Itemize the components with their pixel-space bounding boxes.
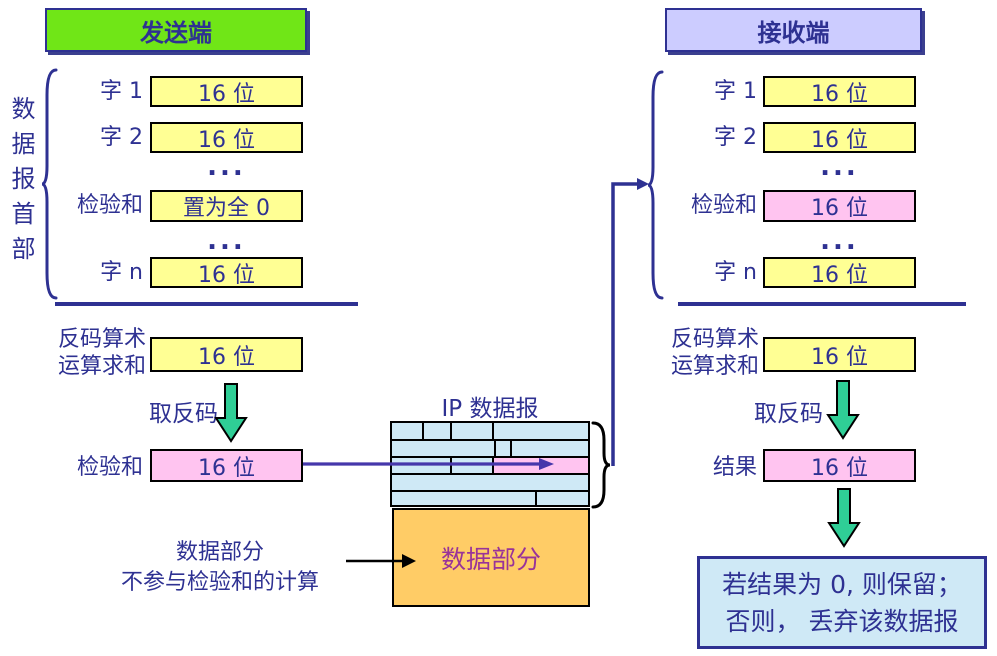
ip-row-line — [392, 490, 588, 492]
sender-row-label: 字 1 — [100, 79, 143, 104]
receiver-row-box: 16 位 — [763, 257, 916, 288]
receiver-complement-label: 取反码 — [754, 401, 823, 427]
decision-line2: 否则， 丢弃该数据报 — [725, 606, 959, 636]
field-value: 16 位 — [811, 262, 868, 288]
field-value: 16 位 — [811, 81, 868, 107]
sum-label-line2: 运算求和 — [670, 354, 759, 379]
receiver-title: 接收端 — [757, 18, 830, 47]
data-note: 数据部分 不参与检验和的计算 — [80, 538, 360, 598]
ip-row-line — [392, 439, 588, 441]
receiver-row-label: 字 2 — [714, 125, 757, 150]
field-value: 16 位 — [198, 81, 255, 107]
sender-title: 发送端 — [140, 18, 212, 47]
sender-row-label: 字 n — [100, 260, 143, 285]
receiver-sum-label: 反码算术 运算求和 — [641, 326, 759, 380]
ellipsis: ... — [207, 152, 246, 182]
note-arrow-icon — [346, 554, 416, 568]
receiver-row-label: 字 1 — [714, 79, 757, 104]
receiver-result-label: 结果 — [712, 455, 757, 480]
receiver-sum-box: 16 位 — [763, 337, 916, 372]
ellipsis: ... — [820, 152, 859, 182]
field-value: 16 位 — [198, 262, 255, 288]
ip-field-divider — [494, 439, 496, 456]
data-note-line1: 数据部分 — [175, 540, 264, 565]
sender-header-brace-label: 数据报首部 — [7, 96, 35, 271]
sender-left-brace-icon — [41, 68, 58, 300]
sender-row-box: 16 位 — [150, 122, 303, 153]
receiver-row-box: 16 位 — [763, 122, 916, 153]
ip-row-line — [392, 473, 588, 475]
field-value: 16 位 — [811, 127, 868, 153]
sender-row-box: 16 位 — [150, 257, 303, 288]
sender-row-label: 检验和 — [76, 193, 143, 218]
sender-checksum-label: 检验和 — [76, 455, 143, 480]
ip-field-divider — [535, 490, 537, 505]
sender-checksum-zero-box: 置为全 0 — [150, 190, 303, 222]
field-value: 16 位 — [198, 344, 255, 370]
receiver-row-label: 检验和 — [690, 193, 757, 218]
sender-checksum-box: 16 位 — [150, 449, 303, 482]
sum-label-line2: 运算求和 — [57, 354, 146, 379]
data-note-line2: 不参与检验和的计算 — [120, 570, 319, 595]
sender-row-box: 16 位 — [150, 76, 303, 107]
receiver-left-brace-icon — [647, 70, 664, 300]
checksum-insert-arrow — [303, 458, 554, 470]
sum-label-line1: 反码算术 — [57, 327, 146, 352]
ip-row-line — [392, 456, 588, 458]
field-value: 置为全 0 — [183, 196, 270, 221]
decision-line1: 若结果为 0, 则保留； — [722, 569, 962, 599]
ellipsis: ... — [820, 226, 859, 256]
sum-label-line1: 反码算术 — [670, 327, 759, 352]
sender-row-label: 字 2 — [100, 125, 143, 150]
ip-field-divider — [510, 439, 512, 456]
field-value: 16 位 — [198, 127, 255, 153]
field-value: 16 位 — [811, 344, 868, 370]
field-value: 16 位 — [198, 455, 255, 481]
receiver-checksum-box: 16 位 — [763, 190, 916, 222]
down-arrow-icon — [214, 383, 248, 443]
data-section-box: 数据部分 — [392, 508, 590, 607]
sender-complement-label: 取反码 — [149, 401, 218, 427]
receiver-title-box: 接收端 — [665, 8, 922, 52]
down-arrow-icon — [827, 488, 861, 548]
receiver-result-box: 16 位 — [763, 449, 916, 482]
ip-right-brace-icon — [591, 421, 611, 509]
receiver-row-box: 16 位 — [763, 76, 916, 107]
down-arrow-icon — [826, 380, 860, 440]
ip-field-divider — [450, 423, 452, 439]
sender-title-box: 发送端 — [45, 8, 307, 52]
ip-datagram-label: IP 数据报 — [441, 396, 539, 422]
ip-field-divider — [422, 423, 424, 439]
transmit-connector-arrow — [611, 178, 649, 466]
data-section-label: 数据部分 — [440, 544, 541, 574]
ellipsis: ... — [207, 226, 246, 256]
field-value: 16 位 — [811, 455, 868, 481]
field-value: 16 位 — [811, 196, 868, 221]
ip-field-divider — [492, 423, 494, 439]
receiver-row-label: 字 n — [714, 260, 757, 285]
decision-box: 若结果为 0, 则保留； 否则， 丢弃该数据报 — [697, 556, 987, 649]
sender-sum-label: 反码算术 运算求和 — [28, 326, 146, 380]
receiver-divider-line — [678, 302, 966, 306]
sender-sum-box: 16 位 — [150, 337, 303, 372]
sender-divider-line — [55, 302, 358, 306]
